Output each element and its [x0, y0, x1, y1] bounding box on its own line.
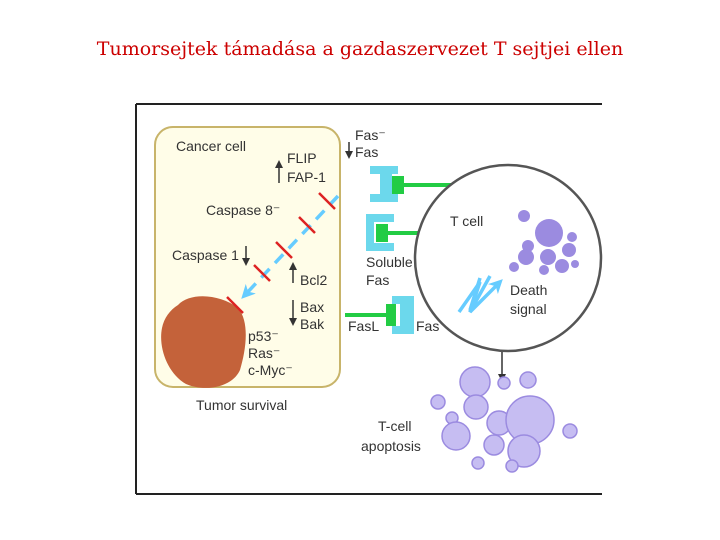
tcell-apoptosis-label-2: apoptosis [361, 438, 421, 454]
tumor-survival-label: Tumor survival [196, 397, 287, 413]
ras-label: Ras⁻ [248, 345, 280, 361]
t-cell-granules [509, 210, 579, 275]
caspase1-label: Caspase 1 [172, 247, 239, 263]
fas-bottom-label: Fas [416, 318, 439, 334]
soluble-fas-receptor [366, 214, 394, 251]
t-cell-label: T cell [450, 213, 483, 229]
apoptotic-bodies [430, 366, 578, 473]
fas-top-label: Fas [355, 144, 378, 160]
signal-dashed-arrow [241, 194, 340, 299]
fap1-label: FAP-1 [287, 169, 326, 185]
nucleus [161, 296, 246, 388]
slide-title: Tumorsejtek támadása a gazdaszervezet T … [96, 38, 624, 60]
t-cell-circle [413, 163, 603, 353]
figure-frame [135, 103, 602, 495]
caspase8-label: Caspase 8⁻ [206, 202, 280, 218]
death-label: Death [510, 282, 547, 298]
fas-receptor-bottom [392, 296, 414, 334]
bak-label: Bak [300, 316, 325, 332]
soluble-fas-label: Fas [366, 272, 389, 288]
inhibition-bars [226, 192, 336, 314]
death-signal-zigzag [457, 279, 503, 314]
cancer-cell-label: Cancer cell [176, 138, 246, 154]
soluble-label: Soluble [366, 254, 413, 270]
p53-label: p53⁻ [248, 328, 279, 344]
cmyc-label: c-Myc⁻ [248, 362, 293, 378]
signal-label: signal [510, 301, 547, 317]
fasl-label: FasL [348, 318, 379, 334]
bax-label: Bax [300, 299, 324, 315]
fas-minus-label: Fas⁻ [355, 127, 386, 143]
bcl2-label: Bcl2 [300, 272, 327, 288]
tcell-apoptosis-label-1: T-cell [378, 418, 411, 434]
fas-receptor-top [370, 166, 398, 202]
fasl-ligand-bottom [345, 304, 396, 326]
flip-label: FLIP [287, 150, 317, 166]
